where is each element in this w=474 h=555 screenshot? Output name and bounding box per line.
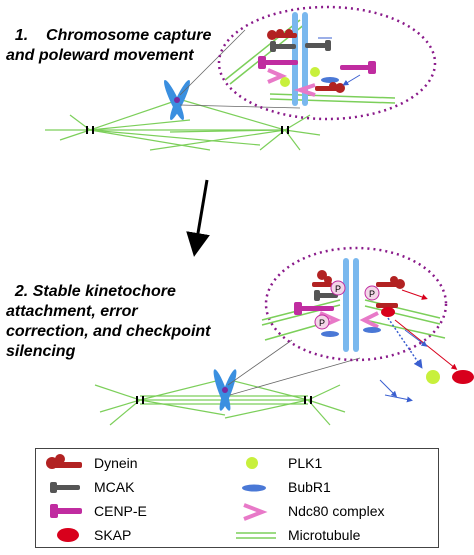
cenpe-icon xyxy=(258,56,376,74)
legend-icons xyxy=(46,454,276,542)
phospho-label-1: P xyxy=(335,284,341,294)
legend-dynein-icon xyxy=(46,454,82,469)
stage-2-heading: 2. Stable kinetochore attachment, error … xyxy=(6,262,246,362)
legend-cenpe-label: CENP-E xyxy=(94,503,147,519)
dynein-icon xyxy=(267,29,297,40)
bubr1-icon xyxy=(321,77,339,83)
legend-ndc80-label: Ndc80 complex xyxy=(288,503,385,519)
legend-microtubule-icon xyxy=(236,532,276,539)
legend-dynein-label: Dynein xyxy=(94,455,138,471)
stage-2-title: Stable kinetochore attachment, error cor… xyxy=(6,283,211,360)
legend-plk1-icon xyxy=(246,457,258,469)
stage-1-chromosome xyxy=(164,79,190,121)
legend-ndc80-icon xyxy=(243,503,268,521)
stage-2-chromosome xyxy=(213,369,237,411)
stage-1-zoom-lines xyxy=(179,29,301,109)
stage-1-centrosomes xyxy=(86,126,289,134)
stage-1-number: 1. xyxy=(14,27,29,44)
stage-2-centrosomes xyxy=(136,396,312,404)
legend-bubr1-label: BubR1 xyxy=(288,479,331,495)
stage-2-zoom-lines xyxy=(227,339,361,396)
legend-bubr1-icon xyxy=(242,484,266,492)
phospho-label-3: P xyxy=(319,318,325,328)
stage-1-spindle xyxy=(45,99,321,151)
legend: Dynein PLK1 MCAK BubR1 CENP-E Ndc80 comp… xyxy=(35,448,439,548)
legend-cenpe-icon xyxy=(50,504,82,518)
stage-1-heading: 1. Chromosome capture and poleward movem… xyxy=(6,6,236,66)
plk1-icon xyxy=(280,77,290,87)
legend-microtubule-label: Microtubule xyxy=(288,527,361,543)
transition-arrow xyxy=(186,179,210,257)
stage-2-number: 2. xyxy=(14,283,29,300)
phospho-label-2: P xyxy=(369,289,375,299)
mcak-icon xyxy=(270,40,331,52)
legend-mcak-icon xyxy=(50,482,80,493)
phospho-marker: P P P xyxy=(314,280,380,330)
ndc80-icon xyxy=(267,68,288,84)
legend-skap-icon xyxy=(57,528,79,542)
legend-skap-label: SKAP xyxy=(94,527,132,543)
stage-1-title: Chromosome capture and poleward movement xyxy=(6,27,212,64)
stage-1-zoom-circle xyxy=(217,5,437,121)
stage-2-zoom-circle: P P P xyxy=(261,246,458,370)
legend-mcak-label: MCAK xyxy=(94,479,135,495)
legend-plk1-label: PLK1 xyxy=(288,455,323,471)
